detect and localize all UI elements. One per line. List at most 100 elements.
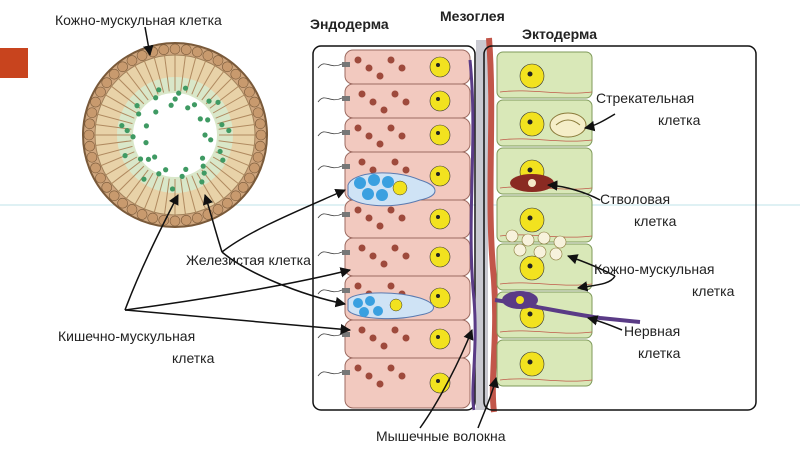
endoderm-cell <box>344 199 471 239</box>
ectoderm-bead <box>202 50 214 61</box>
endoderm-granule <box>134 103 140 109</box>
ectoderm-bead <box>84 118 96 130</box>
endoderm-granule <box>208 137 214 143</box>
endoderm-granule <box>217 148 223 155</box>
nucleus <box>429 124 451 146</box>
label-nerve-1: Нервная <box>624 323 681 339</box>
glandular-cell-bottom <box>347 292 434 320</box>
endoderm-granule <box>220 157 226 163</box>
stinging-cell <box>549 112 587 138</box>
endoderm-granule <box>200 163 206 169</box>
ectoderm-bead <box>117 197 128 209</box>
slide-accent-tab <box>0 48 28 78</box>
label-mesoglea: Мезоглея <box>440 8 505 24</box>
label-intestinal-2: клетка <box>172 350 215 366</box>
flagellum <box>317 289 343 295</box>
ectoderm-bead <box>147 212 159 224</box>
ectoderm-bead <box>191 46 203 58</box>
ectoderm-bead <box>254 118 266 130</box>
label-nerve-2: клетка <box>638 345 681 361</box>
flagellum <box>317 131 343 137</box>
endoderm-granule <box>215 99 221 105</box>
endoderm-granule <box>130 134 136 140</box>
endoderm-granule <box>152 154 158 160</box>
interstitial-cell <box>505 229 519 243</box>
ectoderm-layer <box>496 51 593 387</box>
endoderm-granule <box>219 122 225 128</box>
mesoglea-layer <box>476 40 488 410</box>
ectoderm-bead <box>101 77 113 88</box>
flagellum <box>317 213 343 219</box>
label-glandular: Железистая клетка <box>186 252 311 268</box>
endoderm-layer <box>317 49 471 409</box>
endoderm-granule <box>197 116 203 122</box>
ectoderm-bead <box>249 96 260 108</box>
interstitial-cell <box>537 231 551 245</box>
nucleus <box>519 111 545 137</box>
endoderm-granule <box>172 96 178 102</box>
blank-panel <box>70 380 284 442</box>
interstitial-cell <box>553 235 567 249</box>
nucleus <box>429 90 451 112</box>
label-ectoderm: Эктодерма <box>522 26 598 42</box>
nucleus <box>519 207 545 233</box>
pointer-arrows <box>124 26 623 429</box>
interstitial-cell <box>533 245 547 259</box>
ectoderm-bead <box>244 172 255 184</box>
flagellum <box>317 333 343 339</box>
endoderm-granule <box>201 170 207 176</box>
ectoderm-cell <box>496 51 593 99</box>
endoderm-granule <box>182 85 189 91</box>
label-stem-2: клетка <box>634 213 677 229</box>
flagellum <box>317 97 343 103</box>
endoderm-granule <box>206 98 212 104</box>
ectoderm-bead <box>136 50 148 61</box>
nucleus <box>429 56 451 78</box>
label-skin-muscle-top: Кожно-мускульная клетка <box>55 12 222 28</box>
ectoderm-bead <box>252 107 264 119</box>
endoderm-granule <box>163 167 169 173</box>
endoderm-granule <box>185 105 191 111</box>
ectoderm-bead <box>252 151 264 163</box>
nucleus <box>429 246 451 268</box>
ectoderm-bead <box>169 43 181 55</box>
ectoderm-bead <box>212 55 224 66</box>
label-muscle-fibers: Мышечные волокна <box>376 428 506 444</box>
endoderm-granule <box>143 140 149 146</box>
ectoderm-bead <box>126 204 138 215</box>
endoderm-granule <box>169 186 176 192</box>
ectoderm-bead <box>90 162 101 174</box>
endoderm-granule <box>191 102 198 108</box>
flagellum <box>317 165 343 171</box>
ectoderm-bead <box>237 77 249 88</box>
ectoderm-bead <box>222 61 233 73</box>
ectoderm-bead <box>180 214 192 226</box>
endoderm-cell <box>344 49 471 85</box>
ectoderm-bead <box>169 215 181 227</box>
ectoderm-bead <box>254 140 266 152</box>
flagellum <box>317 63 343 69</box>
cross-section <box>82 42 268 228</box>
ectoderm-bead <box>86 151 98 163</box>
ectoderm-bead <box>222 197 233 209</box>
label-stem-1: Стволовая <box>600 191 671 207</box>
label-skin-muscle-right-2: клетка <box>692 283 735 299</box>
label-stinging-2: клетка <box>658 112 701 128</box>
endoderm-granule <box>199 179 205 185</box>
endoderm-granule <box>119 122 125 129</box>
nucleus <box>519 63 545 89</box>
nucleus <box>429 165 451 187</box>
ectoderm-frame <box>483 45 757 411</box>
label-intestinal-1: Кишечно-мускульная <box>58 328 196 344</box>
glandular-cell-top <box>347 172 436 207</box>
ectoderm-bead <box>95 86 106 98</box>
interstitial-cell <box>521 233 535 247</box>
ectoderm-bead <box>84 140 96 152</box>
ectoderm-bead <box>95 172 106 184</box>
flagellum <box>317 371 343 377</box>
ectoderm-bead <box>126 55 138 66</box>
ectoderm-bead <box>230 190 242 202</box>
endoderm-cell <box>344 357 471 409</box>
endoderm-granule <box>168 102 174 108</box>
endoderm-cell <box>344 117 471 153</box>
